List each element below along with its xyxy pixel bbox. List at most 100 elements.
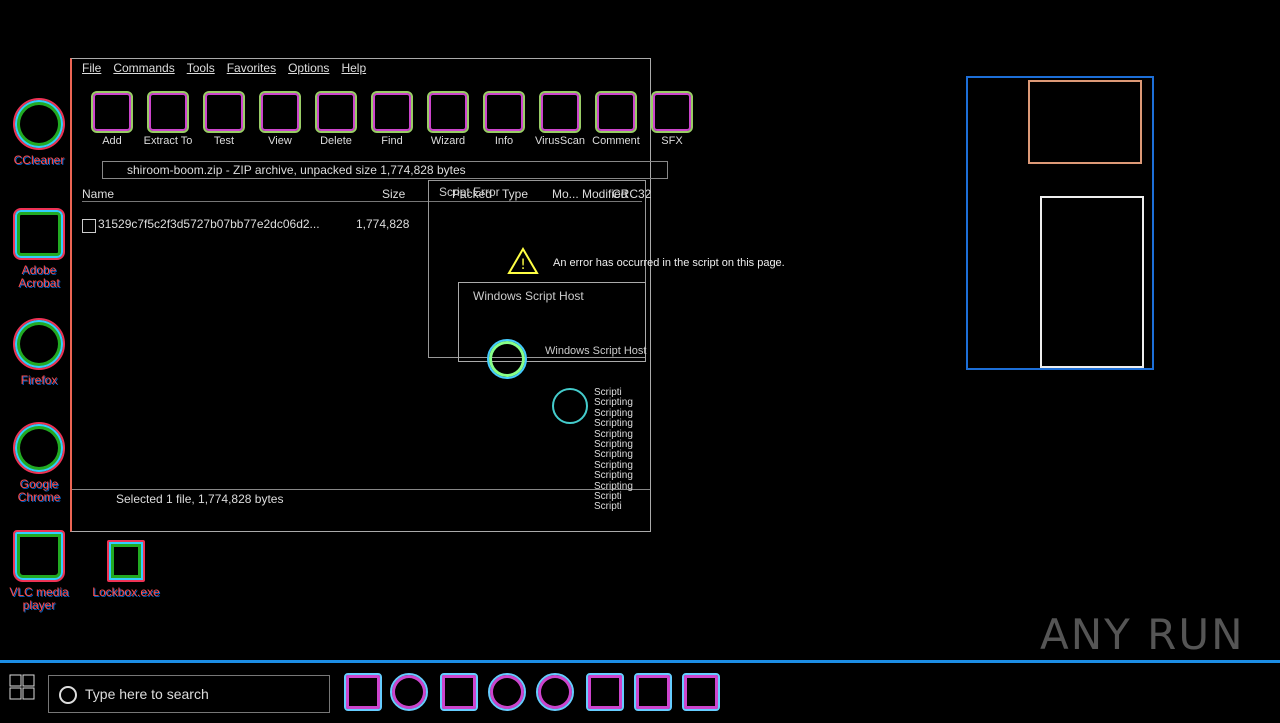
extract-to-button[interactable]: Extract To — [142, 91, 194, 147]
process-icon — [552, 388, 588, 424]
window-content-pane — [1040, 196, 1144, 368]
menu-commands[interactable]: Commands — [113, 61, 175, 75]
virusscan-icon — [539, 91, 581, 133]
list-item: Scripting — [594, 407, 633, 419]
column-packed[interactable]: Packed — [452, 187, 493, 201]
desktop-icon-firefox[interactable]: Firefox — [4, 318, 74, 387]
dialog-title: Script Error — [439, 185, 500, 199]
file-row[interactable]: 31529c7f5c2f3d5727b07bb77e2dc06d2... 1,7… — [82, 217, 482, 233]
taskbar-app-chrome[interactable] — [536, 673, 574, 711]
firefox-icon — [13, 318, 65, 370]
desktop-icon-lockbox[interactable]: Lockbox.exe — [86, 540, 166, 599]
list-item: Scripting — [594, 397, 633, 409]
acrobat-icon — [13, 208, 65, 260]
list-item: Scripting — [594, 459, 633, 471]
find-button[interactable]: Find — [366, 91, 418, 147]
ccleaner-icon — [13, 98, 65, 150]
list-item: Scripting — [594, 439, 633, 451]
extract-label: Extract To — [143, 135, 193, 147]
desktop-icon-ccleaner[interactable]: CCleaner — [4, 98, 74, 167]
wizard-button[interactable]: Wizard — [422, 91, 474, 147]
start-button[interactable] — [8, 673, 36, 701]
test-icon — [203, 91, 245, 133]
status-bar: Selected 1 file, 1,774,828 bytes — [72, 489, 650, 507]
taskbar-app-script-host[interactable] — [634, 673, 672, 711]
desktop-icon-chrome[interactable]: Google Chrome — [4, 422, 74, 504]
archive-icon — [82, 219, 96, 233]
taskbar-app-explorer[interactable] — [440, 673, 478, 711]
list-item: Scripting — [594, 480, 633, 492]
menu-favorites[interactable]: Favorites — [226, 61, 277, 75]
delete-button[interactable]: Delete — [310, 91, 362, 147]
column-type[interactable]: Type — [502, 187, 529, 201]
file-size: 1,774,828 — [356, 217, 410, 231]
comment-label: Comment — [592, 135, 640, 147]
comment-button[interactable]: Comment — [590, 91, 642, 147]
wsh-icon — [487, 339, 527, 379]
sfx-button[interactable]: SFX — [646, 91, 698, 147]
sfx-icon — [651, 91, 693, 133]
delete-label: Delete — [320, 135, 352, 147]
extract-icon — [147, 91, 189, 133]
explorer-window — [966, 76, 1154, 370]
taskbar-app-firefox[interactable] — [488, 673, 526, 711]
find-label: Find — [381, 135, 403, 147]
test-label: Test — [213, 135, 235, 147]
status-text: Selected 1 file, 1,774,828 bytes — [116, 492, 284, 506]
info-button[interactable]: Info — [478, 91, 530, 147]
sfx-label: SFX — [661, 135, 683, 147]
error-message: An error has occurred in the script on t… — [553, 257, 785, 269]
view-button[interactable]: View — [254, 91, 306, 147]
menu-help[interactable]: Help — [341, 61, 367, 75]
column-modified[interactable]: Mo... Modified — [552, 187, 628, 201]
menu-file[interactable]: File — [82, 61, 102, 75]
search-box[interactable]: Type here to search — [48, 675, 330, 713]
column-crc[interactable]: CRC32 — [612, 187, 652, 201]
list-item: Scripting — [594, 470, 633, 482]
list-item: Scripting — [594, 428, 633, 440]
desktop-icon-vlc[interactable]: VLC media player — [4, 530, 74, 612]
add-button[interactable]: Add — [86, 91, 138, 147]
taskbar: Type here to search — [0, 660, 1280, 723]
chrome-icon — [13, 422, 65, 474]
wsh-title: Windows Script Host — [473, 289, 584, 303]
add-label: Add — [102, 135, 122, 147]
column-headers: Name Size Packed Type Mo... Modified CRC… — [82, 187, 651, 202]
wizard-icon — [427, 91, 469, 133]
column-size[interactable]: Size — [382, 187, 406, 201]
virusscan-button[interactable]: VirusScan — [534, 91, 586, 147]
desktop-icon-label: Adobe Acrobat — [18, 263, 60, 290]
windows-script-host-window: Windows Script Host Windows Script Host — [458, 282, 647, 379]
view-icon — [259, 91, 301, 133]
menu-bar: File Commands Tools Favorites Options He… — [82, 61, 366, 75]
info-label: Info — [494, 135, 514, 147]
taskbar-app-edge[interactable] — [390, 673, 428, 711]
desktop-icon-label: VLC media player — [9, 585, 69, 612]
file-icon — [107, 540, 145, 582]
list-item: Scripting — [594, 449, 633, 461]
list-item: Scripti — [594, 387, 622, 398]
desktop-icon-label: Google Chrome — [17, 477, 61, 504]
wizard-label: Wizard — [430, 135, 466, 147]
wsh-subtitle: Windows Script Host — [545, 345, 647, 357]
window-titlebar-area — [1028, 80, 1142, 164]
menu-options[interactable]: Options — [288, 61, 330, 75]
taskbar-app-winrar[interactable] — [586, 673, 624, 711]
column-name[interactable]: Name — [82, 187, 115, 201]
desktop-icon-acrobat[interactable]: Adobe Acrobat — [4, 208, 74, 290]
script-error-dialog: Script Error ! An error has occurred in … — [428, 180, 785, 358]
info-icon — [483, 91, 525, 133]
address-bar[interactable]: shiroom-boom.zip - ZIP archive, unpacked… — [102, 161, 668, 179]
task-view-button[interactable] — [344, 673, 382, 711]
desktop-icon-label: CCleaner — [13, 153, 65, 167]
taskbar-app-extra[interactable] — [682, 673, 720, 711]
file-name: 31529c7f5c2f3d5727b07bb77e2dc06d2... — [98, 217, 320, 231]
list-item: Scripti — [594, 491, 622, 503]
menu-tools[interactable]: Tools — [186, 61, 215, 75]
comment-icon — [595, 91, 637, 133]
virusscan-label: VirusScan — [535, 135, 585, 147]
anyrun-watermark: ANY RUN — [1040, 610, 1245, 659]
desktop-icon-label: Lockbox.exe — [92, 585, 160, 599]
test-button[interactable]: Test — [198, 91, 250, 147]
svg-text:!: ! — [520, 257, 526, 273]
